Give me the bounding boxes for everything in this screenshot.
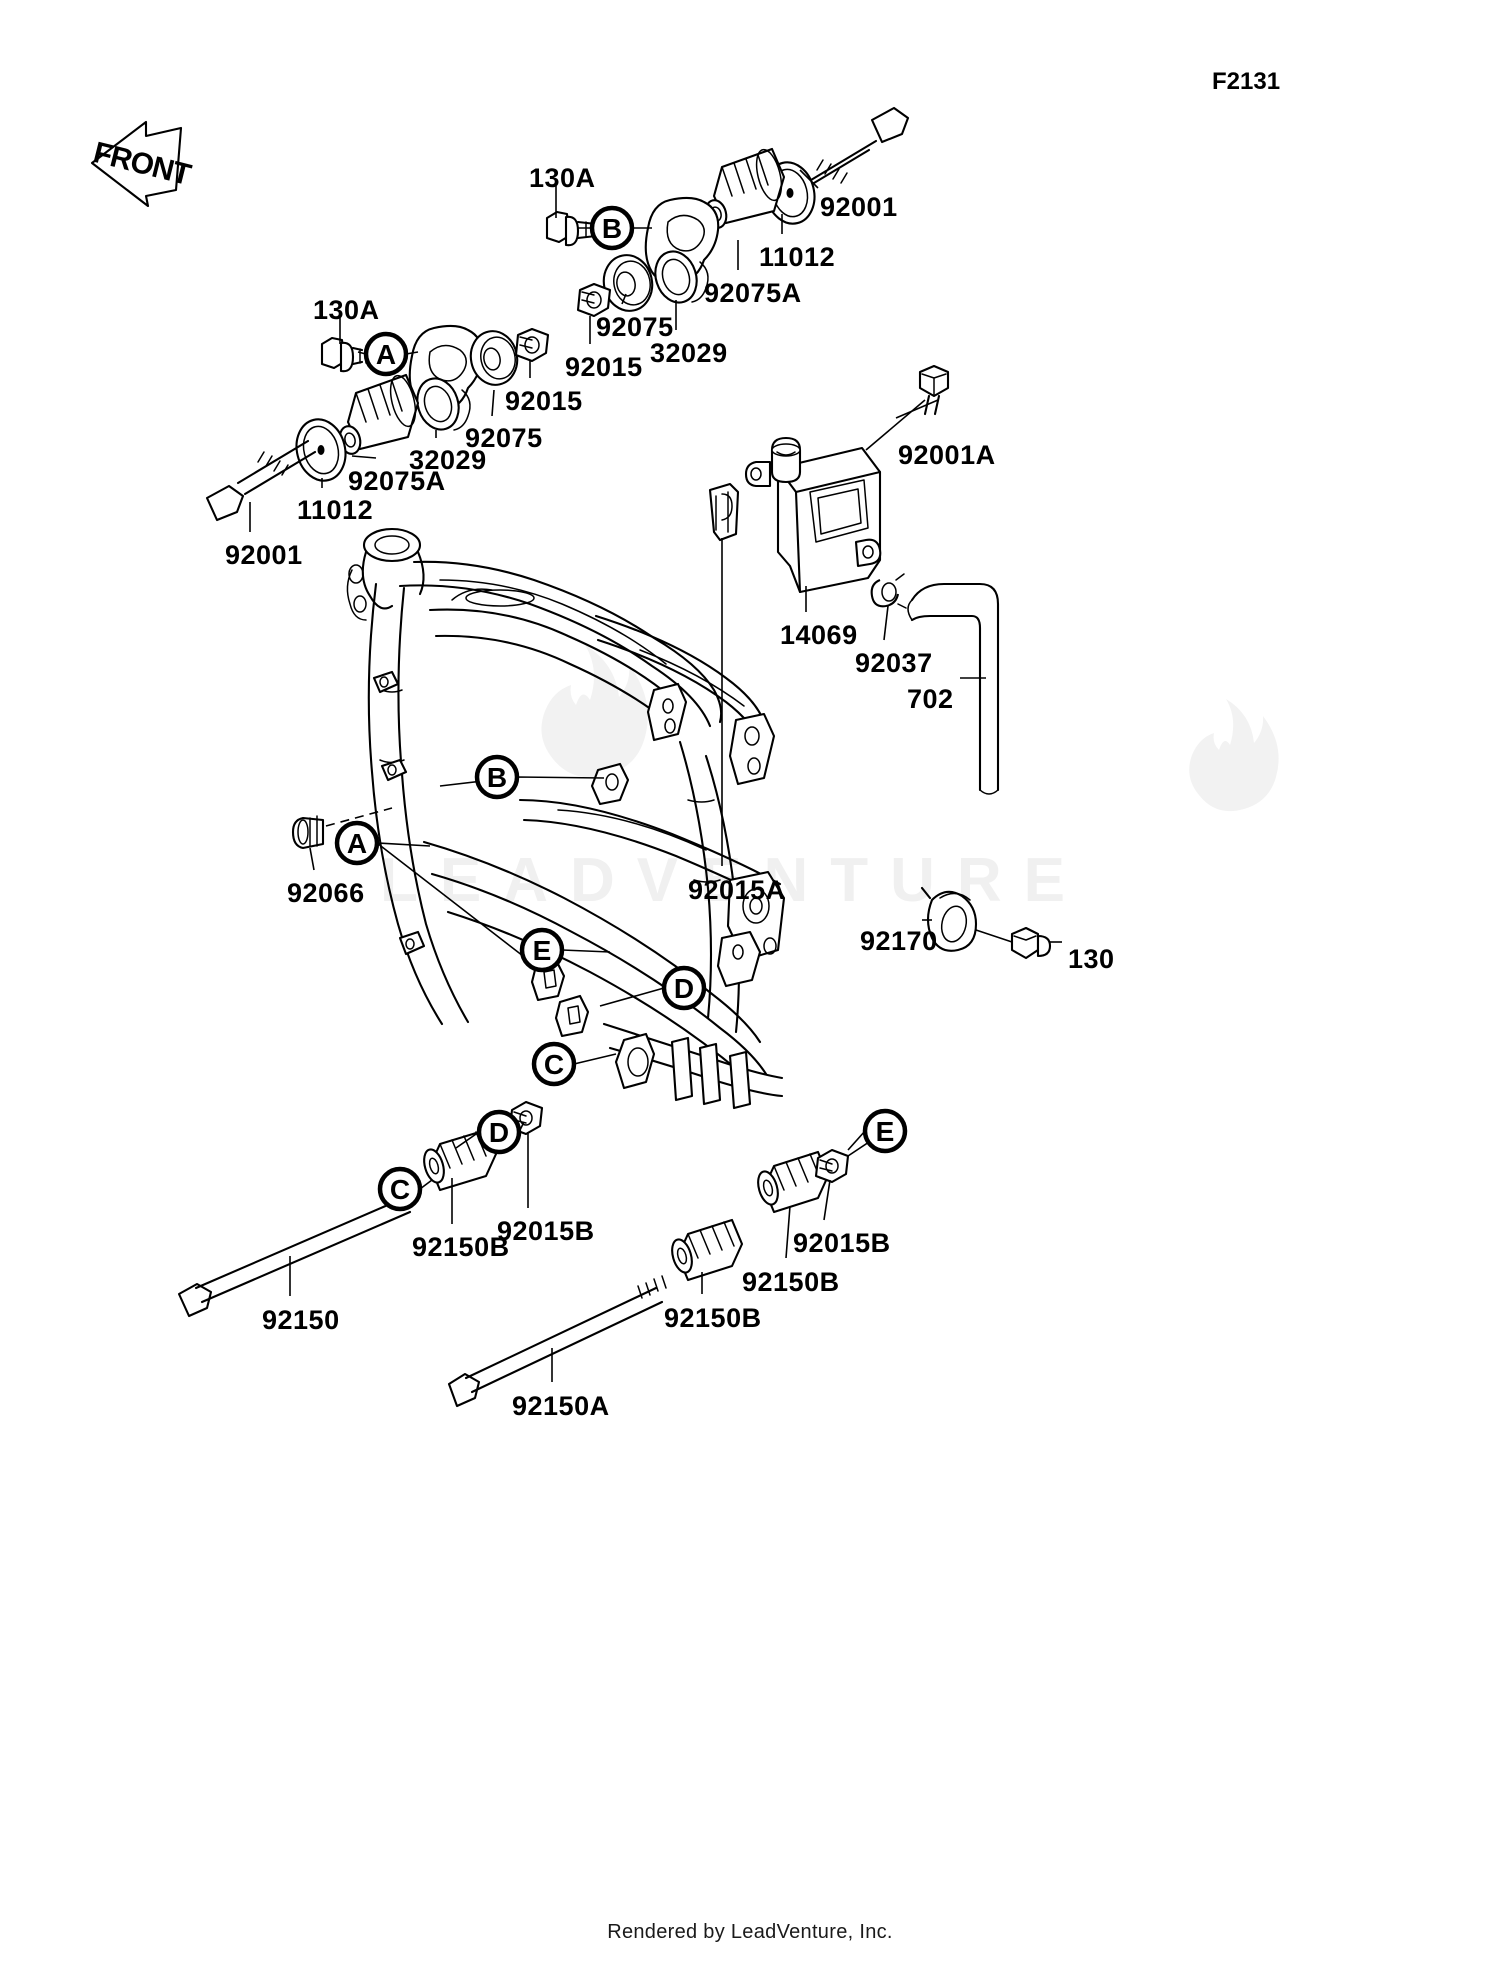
part-callout-92015[interactable]: 92015 xyxy=(565,352,643,382)
part-callout-92015b[interactable]: 92015B xyxy=(497,1216,595,1246)
washer-92075-upper xyxy=(602,254,654,312)
part-callout-11012[interactable]: 11012 xyxy=(297,495,374,525)
ref-marker-letter: B xyxy=(487,762,507,793)
part-callout-14069[interactable]: 14069 xyxy=(780,620,858,650)
callout-leader-lines xyxy=(249,169,1062,1382)
part-callout-92150b[interactable]: 92150B xyxy=(742,1267,840,1297)
nut-92015-upper xyxy=(576,282,612,318)
ref-marker-letter: E xyxy=(876,1116,895,1147)
part-callout-130a[interactable]: 130A xyxy=(529,163,596,193)
ref-marker-b[interactable]: B xyxy=(474,754,520,800)
bracket-32029-upper xyxy=(644,196,720,304)
plug-92066 xyxy=(291,807,393,850)
part-callout-92066[interactable]: 92066 xyxy=(287,878,365,908)
part-callout-130[interactable]: 130 xyxy=(1068,944,1115,974)
bolt-92001-upper xyxy=(797,106,910,194)
ref-marker-e[interactable]: E xyxy=(862,1108,908,1154)
part-callout-92075a[interactable]: 92075A xyxy=(704,278,802,308)
ref-marker-d[interactable]: D xyxy=(476,1109,522,1155)
through-bolt-92150A xyxy=(447,1275,667,1408)
part-callout-92075[interactable]: 92075 xyxy=(596,312,674,342)
ref-marker-letter: D xyxy=(674,973,694,1004)
clamp-92037 xyxy=(870,573,907,609)
ref-marker-letter: A xyxy=(347,828,367,859)
ref-marker-letter: D xyxy=(489,1117,509,1148)
part-callout-92015a[interactable]: 92015A xyxy=(688,875,786,905)
part-callout-11012[interactable]: 11012 xyxy=(759,242,836,272)
part-callout-92001[interactable]: 92001 xyxy=(225,540,303,570)
bracket-32029-lower xyxy=(408,324,484,431)
part-callout-92001[interactable]: 92001 xyxy=(820,192,898,222)
sheet-code: F2131 xyxy=(1212,68,1281,95)
bracket-92170 xyxy=(920,886,978,952)
part-callout-92015b[interactable]: 92015B xyxy=(793,1228,891,1258)
ref-marker-letter: E xyxy=(533,935,552,966)
washer-92075A-lower xyxy=(295,418,347,482)
ref-marker-e[interactable]: E xyxy=(519,927,565,973)
damper-11012-lower xyxy=(338,373,420,455)
ref-marker-c[interactable]: C xyxy=(377,1166,423,1212)
hose-702 xyxy=(907,582,1000,795)
ref-marker-letter: C xyxy=(390,1174,410,1205)
part-callout-92150b[interactable]: 92150B xyxy=(412,1232,510,1262)
front-arrow-badge xyxy=(90,120,183,208)
part-callout-32029[interactable]: 32029 xyxy=(650,338,728,368)
ref-marker-b[interactable]: B xyxy=(589,205,635,251)
ref-marker-c[interactable]: C xyxy=(531,1041,577,1087)
part-callout-92150b[interactable]: 92150B xyxy=(664,1303,762,1333)
part-callout-92170[interactable]: 92170 xyxy=(860,926,938,956)
part-callout-92150a[interactable]: 92150A xyxy=(512,1391,610,1421)
part-callout-92150[interactable]: 92150 xyxy=(262,1305,340,1335)
ref-marker-d[interactable]: D xyxy=(661,965,707,1011)
bolt-92001-lower xyxy=(205,439,317,522)
motorcycle-frame xyxy=(346,527,786,1110)
bolt-130A-upper xyxy=(545,210,616,247)
nut-92015-lower xyxy=(514,327,550,363)
page-footer: Rendered by LeadVenture, Inc. xyxy=(607,1921,893,1943)
part-callout-92037[interactable]: 92037 xyxy=(855,648,933,678)
nut-92015B-right xyxy=(814,1148,850,1184)
part-callout-92075[interactable]: 92075 xyxy=(465,423,543,453)
part-callout-92075a[interactable]: 92075A xyxy=(348,466,446,496)
ref-marker-letter: C xyxy=(544,1049,564,1080)
ref-marker-letter: B xyxy=(602,213,622,244)
part-callout-130a[interactable]: 130A xyxy=(313,295,380,325)
bolt-130A-lower xyxy=(320,336,373,373)
collar-92150B-left xyxy=(423,1128,498,1192)
reserve-tank-14069 xyxy=(744,436,882,594)
ref-marker-letter: A xyxy=(376,339,396,370)
ref-marker-a[interactable]: A xyxy=(334,820,380,866)
bolt-130 xyxy=(975,926,1052,960)
part-callout-32029[interactable]: 32029 xyxy=(409,445,487,475)
part-callout-702[interactable]: 702 xyxy=(907,684,954,714)
part-callout-92001a[interactable]: 92001A xyxy=(898,440,996,470)
collar-92150B-center xyxy=(671,1218,744,1282)
part-callout-92015[interactable]: 92015 xyxy=(505,386,583,416)
clip-92015A xyxy=(708,482,740,542)
ref-marker-a[interactable]: A xyxy=(363,331,409,377)
